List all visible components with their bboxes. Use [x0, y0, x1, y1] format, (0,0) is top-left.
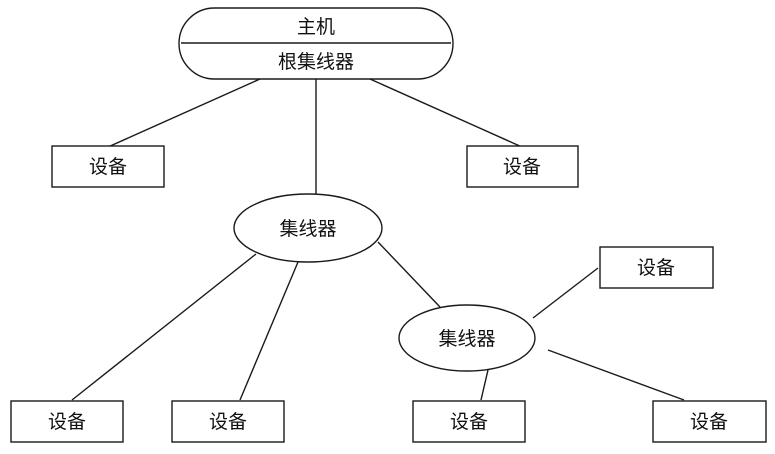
hub-ellipse — [233, 193, 383, 263]
device-label: 设备 — [503, 156, 541, 178]
device-box — [466, 145, 579, 188]
device-node-7: 设备 — [652, 400, 767, 443]
device-box — [171, 400, 285, 443]
device-label: 设备 — [637, 257, 675, 279]
device-box — [652, 400, 767, 443]
host-node: 主机 根集线器 — [178, 7, 454, 80]
device-label: 设备 — [48, 411, 86, 433]
device-node-2: 设备 — [466, 145, 579, 188]
edge-hub-2-device-3 — [532, 267, 599, 319]
edge-host-device-1 — [107, 78, 261, 148]
device-label: 设备 — [450, 411, 488, 433]
device-box — [10, 400, 124, 443]
device-label: 设备 — [89, 156, 127, 178]
device-node-4: 设备 — [10, 400, 124, 443]
hub-node-1: 集线器 — [233, 193, 383, 263]
host-label: 主机 — [297, 16, 335, 38]
device-node-6: 设备 — [412, 400, 526, 443]
edge-hub-2-device-7 — [547, 349, 685, 401]
connections — [71, 78, 685, 401]
root-hub-label: 根集线器 — [278, 51, 354, 73]
edge-hub-1-hub-2 — [377, 241, 441, 308]
hub-label: 集线器 — [438, 328, 495, 350]
device-node-1: 设备 — [51, 145, 165, 188]
device-node-5: 设备 — [171, 400, 285, 443]
device-box — [412, 400, 526, 443]
edge-hub-1-device-4 — [71, 253, 257, 401]
device-box — [599, 246, 714, 289]
hub-label: 集线器 — [279, 218, 336, 240]
device-node-3: 设备 — [599, 246, 714, 289]
device-label: 设备 — [690, 411, 728, 433]
edge-host-device-2 — [369, 78, 523, 148]
edge-hub-1-device-5 — [239, 261, 299, 401]
device-label: 设备 — [209, 411, 247, 433]
edge-hub-2-device-6 — [480, 369, 489, 401]
hub-ellipse — [398, 304, 536, 372]
hub-node-2: 集线器 — [398, 304, 536, 372]
device-box — [51, 145, 165, 188]
